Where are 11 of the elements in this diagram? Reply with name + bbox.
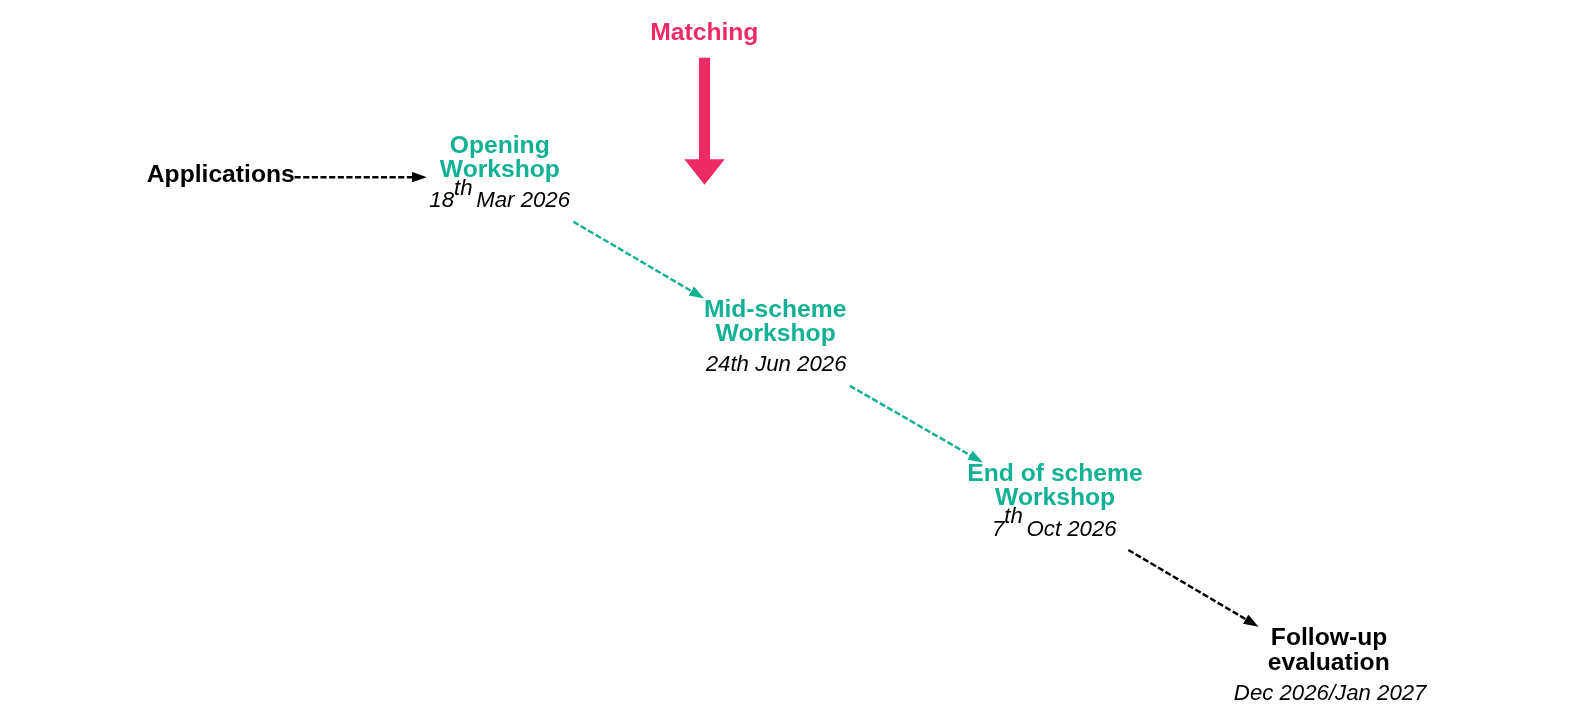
arrow xyxy=(294,171,427,183)
arrow xyxy=(572,220,705,299)
node-text: Applications xyxy=(146,160,295,188)
arrow xyxy=(849,384,983,463)
node-text: Follow-up evaluation xyxy=(1267,622,1390,675)
node-label: 24th Jun 2026 xyxy=(705,351,847,377)
arrow xyxy=(684,57,725,185)
node-text: Matching xyxy=(650,18,759,46)
arrow xyxy=(1127,548,1259,627)
node-label: Dec 2026/Jan 2027 xyxy=(1233,679,1427,705)
node-text: Mid-scheme Workshop xyxy=(703,294,847,347)
